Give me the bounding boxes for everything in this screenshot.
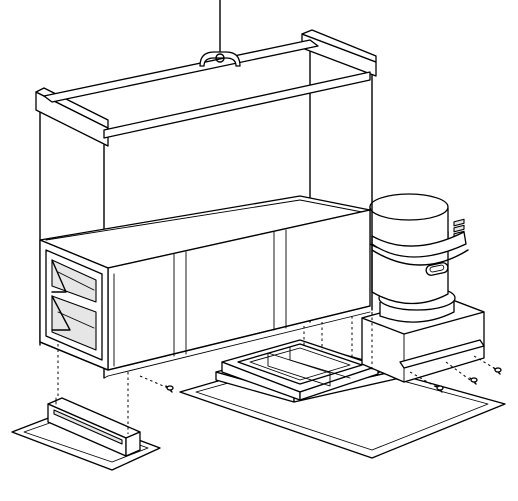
lifting-hook [200,0,240,66]
screw [470,378,477,384]
screw [494,368,501,374]
screw [166,386,173,392]
roof-curb-left [12,398,160,470]
exhaust-fan [362,194,484,382]
